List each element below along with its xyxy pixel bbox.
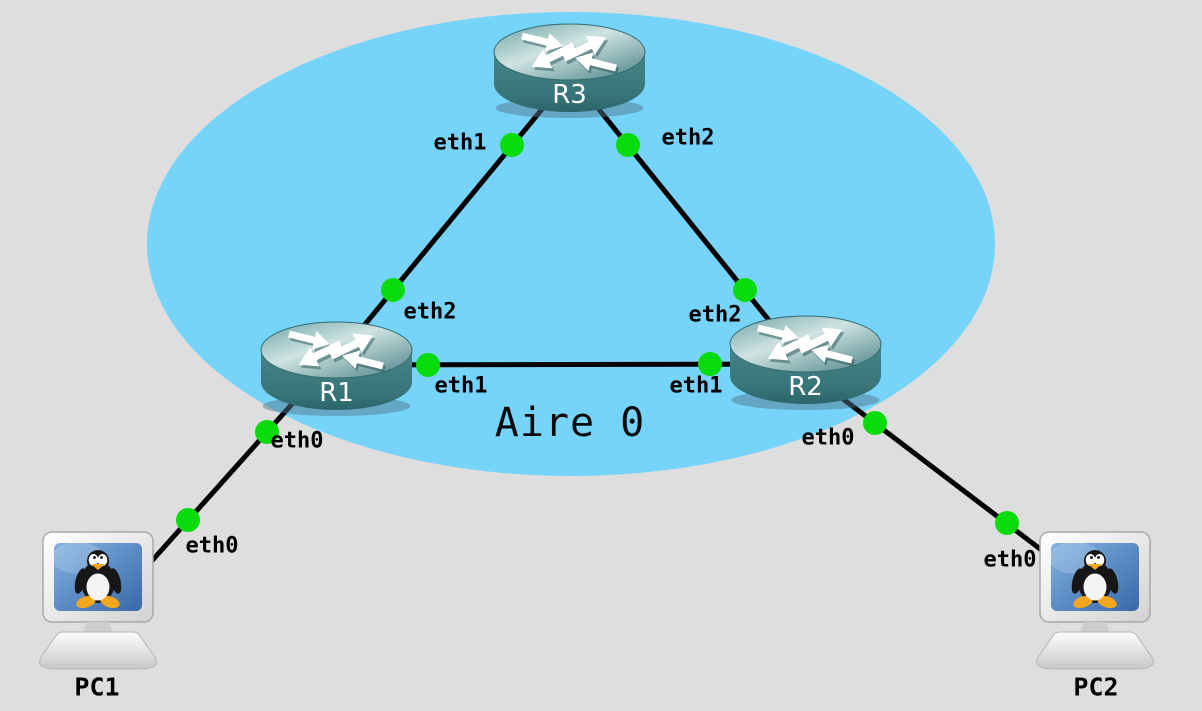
- linux-pc-icon: [33, 530, 173, 675]
- interface-label-r1-eth0: eth0: [270, 428, 324, 454]
- router-r2[interactable]: R2: [728, 312, 883, 412]
- router-r3-label: R3: [552, 80, 587, 110]
- interface-label-r2-eth1: eth1: [669, 373, 723, 399]
- interface-dot-pc2-eth0: [995, 511, 1019, 535]
- interface-dot-r3-eth2: [616, 133, 640, 157]
- link-r3-r2[interactable]: [570, 74, 803, 362]
- interface-dot-r2-eth0: [863, 411, 887, 435]
- interface-label-r3-eth1: eth1: [433, 130, 487, 156]
- interface-label-r3-eth2: eth2: [661, 125, 715, 151]
- host-pc2[interactable]: [1030, 530, 1170, 675]
- interface-label-r2-eth2: eth2: [688, 302, 742, 328]
- router-r1[interactable]: R1: [259, 318, 414, 418]
- host-pc1[interactable]: [33, 530, 173, 675]
- router-r3[interactable]: R3: [492, 20, 647, 120]
- interface-dot-r2-eth2: [733, 278, 757, 302]
- interface-dot-r1-eth0: [255, 420, 279, 444]
- interface-label-pc1-eth0: eth0: [185, 533, 239, 559]
- linux-pc-icon: [1030, 530, 1170, 675]
- interface-dot-r1-eth2: [381, 278, 405, 302]
- interface-dot-r1-eth1: [416, 353, 440, 377]
- router-r2-label: R2: [788, 372, 823, 402]
- interface-label-r1-eth2: eth2: [403, 299, 457, 325]
- host-pc2-label: PC2: [1073, 672, 1119, 702]
- host-pc1-label: PC1: [74, 672, 120, 702]
- interface-label-r2-eth0: eth0: [801, 425, 855, 451]
- interface-dot-pc1-eth0: [176, 508, 200, 532]
- interface-label-r1-eth1: eth1: [434, 373, 488, 399]
- area-label: Aire 0: [494, 400, 646, 446]
- interface-dot-r2-eth1: [698, 352, 722, 376]
- interface-dot-r3-eth1: [500, 133, 524, 157]
- router-r1-label: R1: [319, 378, 354, 408]
- link-r1-r3[interactable]: [332, 78, 568, 364]
- interface-label-pc2-eth0: eth0: [983, 547, 1037, 573]
